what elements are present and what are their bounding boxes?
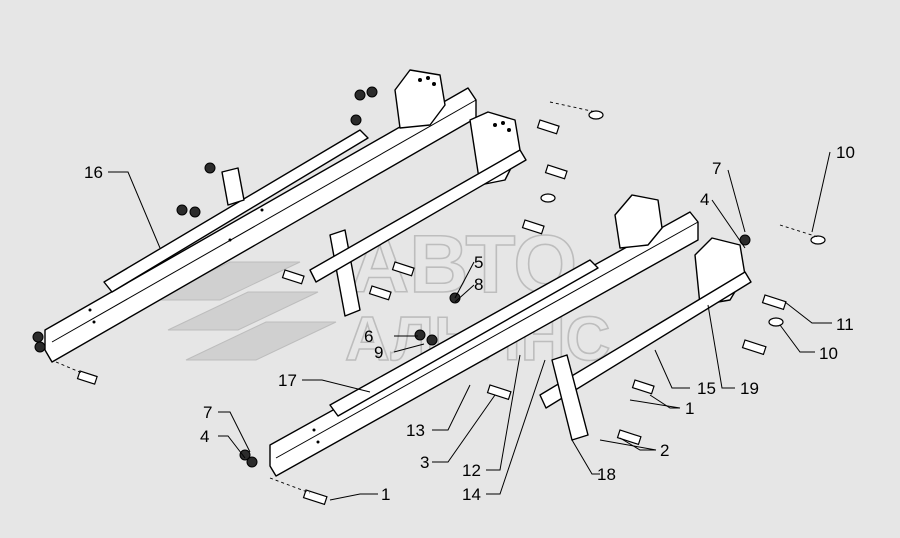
fasteners (32, 86, 826, 506)
beam-right (269, 211, 699, 477)
callout-12: 12 (462, 461, 481, 480)
callout-13: 13 (406, 421, 425, 440)
callout-9: 9 (374, 343, 383, 362)
callout-14: 14 (462, 485, 481, 504)
crossbar-lower-right (539, 271, 752, 441)
callout-19: 19 (740, 379, 759, 398)
callout-2: 2 (660, 441, 669, 460)
callout-5: 5 (474, 253, 483, 272)
callout-11: 11 (836, 315, 854, 334)
callout-1-right: 1 (685, 399, 694, 418)
callout-10-upper: 10 (836, 143, 855, 162)
callout-4-upper: 4 (700, 190, 709, 209)
callout-4-lower: 4 (200, 427, 209, 446)
callout-17: 17 (278, 371, 297, 390)
callout-1-lower: 1 (381, 485, 390, 504)
callout-18: 18 (597, 465, 616, 484)
callout-8: 8 (474, 275, 483, 294)
callouts: 16 17 10 7 4 5 8 6 9 11 10 15 19 1 2 13 … (84, 143, 855, 504)
callout-7-upper: 7 (712, 159, 721, 178)
callout-7-lower: 7 (203, 403, 212, 422)
leader-lines (108, 151, 832, 501)
callout-6: 6 (364, 327, 373, 346)
callout-16: 16 (84, 163, 103, 182)
crossbar-middle (309, 149, 527, 283)
callout-10-lower: 10 (819, 344, 838, 363)
callout-15: 15 (697, 379, 716, 398)
plate-small-left (221, 167, 361, 317)
callout-3: 3 (420, 453, 429, 472)
